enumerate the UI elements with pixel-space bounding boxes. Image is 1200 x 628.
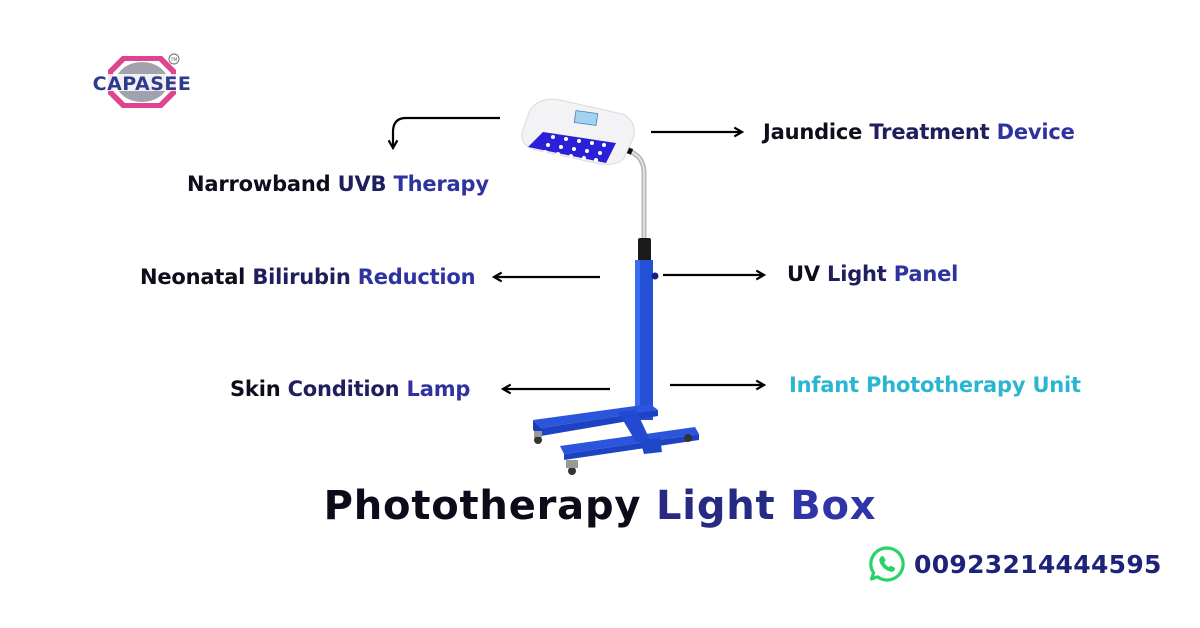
feature-jaundice-treatment-device: Jaundice Treatment Device xyxy=(763,122,1075,143)
feature-word: UVB xyxy=(337,172,387,196)
feature-word: Phototherapy xyxy=(866,373,1026,397)
title-word: Light xyxy=(656,483,776,529)
feature-word: Neonatal xyxy=(140,265,246,289)
feature-word: Skin xyxy=(230,377,281,401)
phototherapy-lamp-illustration xyxy=(505,90,705,480)
arrow-narrowband-icon xyxy=(387,116,500,151)
feature-word: Bilirubin xyxy=(252,265,351,289)
feature-narrowband-uvb-therapy: Narrowband UVB Therapy xyxy=(187,174,489,195)
feature-word: Lamp xyxy=(406,377,471,401)
feature-word: Jaundice xyxy=(763,120,863,144)
feature-neonatal-bilirubin-reduction: Neonatal Bilirubin Reduction xyxy=(140,265,476,289)
feature-word: Reduction xyxy=(357,265,476,289)
lamp-stand-icon xyxy=(521,98,699,475)
product-title: Phototherapy Light Box xyxy=(0,486,1200,526)
feature-word: Treatment xyxy=(869,120,990,144)
feature-word: Light xyxy=(827,262,887,286)
feature-word: Condition xyxy=(287,377,400,401)
feature-word: Unit xyxy=(1032,373,1081,397)
svg-text:CAPASEE: CAPASEE xyxy=(93,73,192,95)
feature-word: Panel xyxy=(893,262,959,286)
capasee-logo: CAPASEE TM xyxy=(78,52,206,110)
feature-word: Device xyxy=(996,120,1075,144)
feature-word: Therapy xyxy=(393,172,489,196)
feature-word: UV xyxy=(787,262,820,286)
feature-infant-phototherapy-unit: Infant Phototherapy Unit xyxy=(789,375,1081,396)
feature-skin-condition-lamp: Skin Condition Lamp xyxy=(230,379,470,400)
whatsapp-icon xyxy=(869,546,905,582)
feature-word: Narrowband xyxy=(187,172,331,196)
svg-text:TM: TM xyxy=(170,57,178,63)
feature-uv-light-panel: UV Light Panel xyxy=(787,264,958,285)
phone-number[interactable]: 00923214444595 xyxy=(914,549,1162,579)
whatsapp-contact[interactable]: 00923214444595 xyxy=(868,545,1162,583)
feature-word: Infant xyxy=(789,373,859,397)
title-word: Box xyxy=(790,483,877,529)
logo-mark-icon: CAPASEE TM xyxy=(93,53,192,108)
title-word: Phototherapy xyxy=(323,483,642,529)
